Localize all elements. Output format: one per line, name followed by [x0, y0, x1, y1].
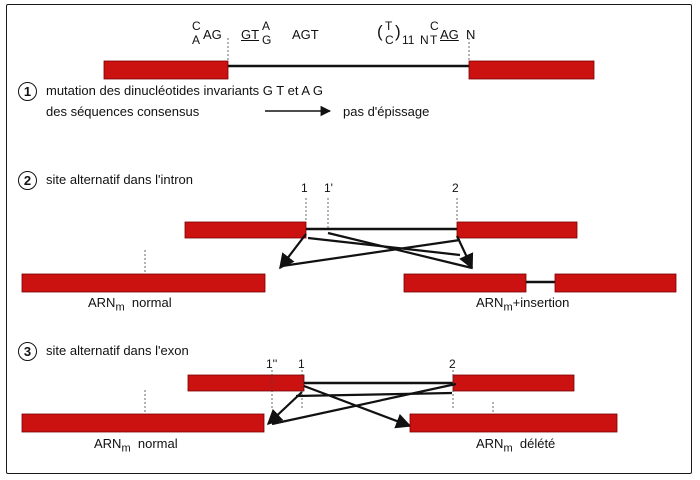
seq-ag2: AG	[440, 27, 459, 42]
splice-arrow-2c	[281, 238, 461, 268]
splice-arrow-2a	[279, 233, 307, 270]
seq-c2-bottom: T	[430, 33, 438, 47]
mrna-normal-3-prefix: ARN	[94, 436, 122, 451]
seq-n2: N	[466, 27, 476, 42]
diagram-frame	[6, 4, 692, 474]
splice-arrow-2d	[327, 231, 473, 270]
seq-c1-top: C	[192, 19, 201, 33]
mrna-normal-3-sub: m	[121, 442, 131, 455]
mrna-normal-2-sub: m	[115, 301, 125, 314]
site-1prime-label: 1'	[324, 181, 333, 195]
seq-paren-bottom: C	[385, 33, 394, 47]
splice-arrow-2e	[456, 235, 474, 270]
seq-eleven: 11	[402, 33, 415, 47]
site-2-label: 2	[452, 181, 459, 195]
mrna-normal-3	[21, 413, 265, 433]
exon-1-left	[103, 60, 229, 80]
site-1second-label: 1''	[266, 357, 278, 371]
mrna-insertion-sub: m	[503, 301, 513, 314]
exon-2-right	[456, 221, 578, 239]
splice-arrow-3a	[266, 391, 303, 426]
splice-arrow-3b	[271, 382, 457, 426]
mrna-normal-3-label: ARNm normal	[94, 436, 178, 455]
mrna-insertion-left	[403, 273, 527, 293]
seq-paren-close: )	[395, 22, 401, 41]
seq-gt-top: A	[262, 19, 271, 33]
section-1-line2-right: pas d'épissage	[343, 104, 430, 119]
site-2-exon-label: 2	[449, 357, 456, 371]
section-1-line1: mutation des dinucléotides invariants G …	[46, 83, 324, 98]
exon-3-right	[452, 374, 575, 392]
seq-gt-bottom: G	[262, 33, 272, 47]
mrna-insertion-suffix: +insertion	[512, 295, 570, 310]
exon-3-left	[187, 374, 305, 392]
seq-paren-top: T	[385, 19, 393, 33]
mrna-normal-2-label: ARNm normal	[88, 295, 172, 314]
mrna-normal-2-prefix: ARN	[88, 295, 116, 310]
seq-ag1: AG	[203, 27, 222, 42]
seq-n1: N	[420, 33, 429, 47]
mrna-normal-2-suffix: normal	[131, 295, 172, 310]
mrna-deleted-sub: m	[503, 442, 513, 455]
mrna-deleted	[409, 413, 618, 433]
section-1-line2-left: des séquences consensus	[46, 104, 200, 119]
seq-paren-open: (	[377, 22, 383, 41]
seq-agt: AGT	[292, 27, 319, 42]
mrna-insertion-right	[554, 273, 677, 293]
section-2-number: 2	[18, 171, 37, 190]
exon-2-left	[184, 221, 307, 239]
seq-gt: GT	[241, 27, 260, 42]
splice-arrow-3c	[295, 391, 453, 398]
section-3-number: 3	[18, 342, 37, 361]
mrna-deleted-label: ARNm délété	[476, 436, 555, 455]
mrna-deleted-prefix: ARN	[476, 436, 504, 451]
mrna-insertion-prefix: ARN	[476, 295, 504, 310]
seq-c2-top: C	[430, 19, 439, 33]
exon-1-right	[468, 60, 595, 80]
mrna-insertion-label: ARNm+insertion	[476, 295, 569, 314]
site-1-exon-label: 1	[298, 357, 305, 371]
section-1-number: 1	[18, 82, 37, 101]
mrna-normal-3-suffix: normal	[137, 436, 178, 451]
section-2-title: site alternatif dans l'intron	[46, 172, 194, 187]
mrna-normal-2	[21, 273, 266, 293]
splice-arrow-3d	[303, 384, 412, 429]
section-3-title: site alternatif dans l'exon	[46, 343, 189, 358]
mrna-deleted-suffix: délété	[519, 436, 556, 451]
site-1-label: 1	[301, 181, 308, 195]
seq-c1-bottom: A	[192, 33, 201, 47]
